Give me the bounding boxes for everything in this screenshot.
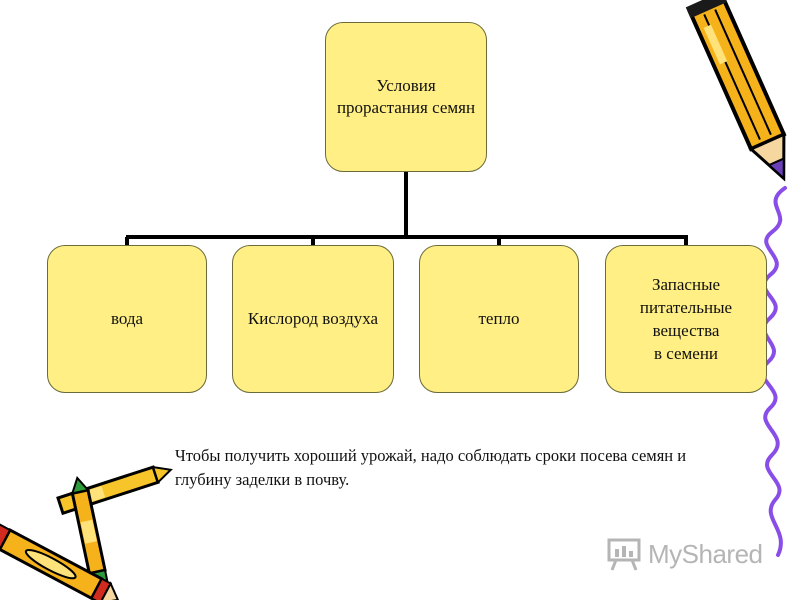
- presentation-board-icon: [607, 538, 641, 571]
- squiggle-line: [760, 186, 787, 557]
- myshared-watermark[interactable]: MyShared: [606, 534, 763, 574]
- child-node-label: Запасные питательные вещества в семени: [639, 275, 733, 363]
- child-node-nutrients: Запасные питательные вещества в семени: [605, 245, 767, 393]
- root-node-label: Условия прорастания семян: [336, 76, 476, 117]
- child-node-heat: тепло: [419, 245, 579, 393]
- crayons-icon: [0, 465, 173, 600]
- tree-connectors: [125, 172, 688, 245]
- child-node-water: вода: [47, 245, 207, 393]
- root-node: Условия прорастания семян: [325, 22, 487, 172]
- pencil-icon: [685, 0, 787, 182]
- child-node-label: вода: [110, 309, 144, 328]
- child-node-oxygen: Кислород воздуха: [232, 245, 394, 393]
- child-node-label: Кислород воздуха: [247, 309, 379, 328]
- child-node-label: тепло: [478, 309, 520, 328]
- note-text: Чтобы получить хороший урожай, надо собл…: [175, 446, 687, 489]
- watermark-brand: MyShared: [648, 538, 763, 569]
